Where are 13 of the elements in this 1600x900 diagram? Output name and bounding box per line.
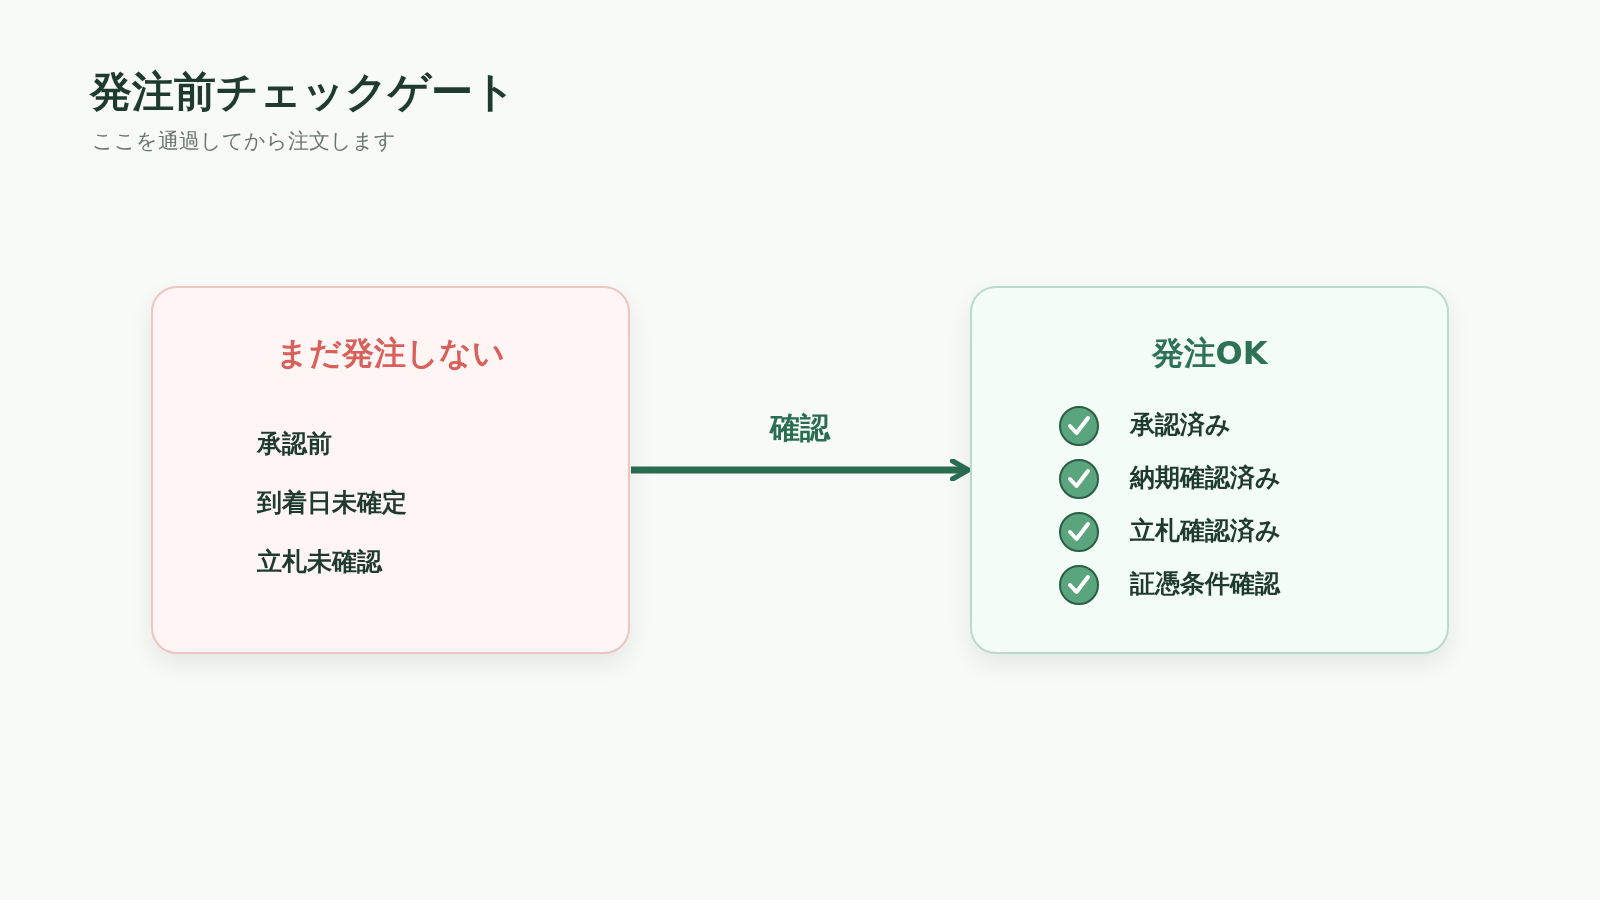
list-item: 立札未確認	[257, 546, 382, 578]
panel-heading: まだ発注しない	[275, 333, 506, 374]
list-item: 立札確認済み	[1130, 515, 1281, 547]
panel-box	[151, 286, 630, 654]
list-item: 承認前	[257, 428, 332, 460]
list-item: 到着日未確定	[257, 487, 407, 519]
list-item: 納期確認済み	[1130, 462, 1281, 494]
subtitle: ここを通過してから注文します	[92, 128, 396, 155]
panel-heading: 発注OK	[1150, 333, 1269, 374]
title: 発注前チェックゲート	[90, 66, 516, 118]
panel-box	[970, 286, 1449, 654]
list-item: 証憑条件確認	[1130, 568, 1280, 600]
list-item: 承認済み	[1130, 409, 1231, 441]
